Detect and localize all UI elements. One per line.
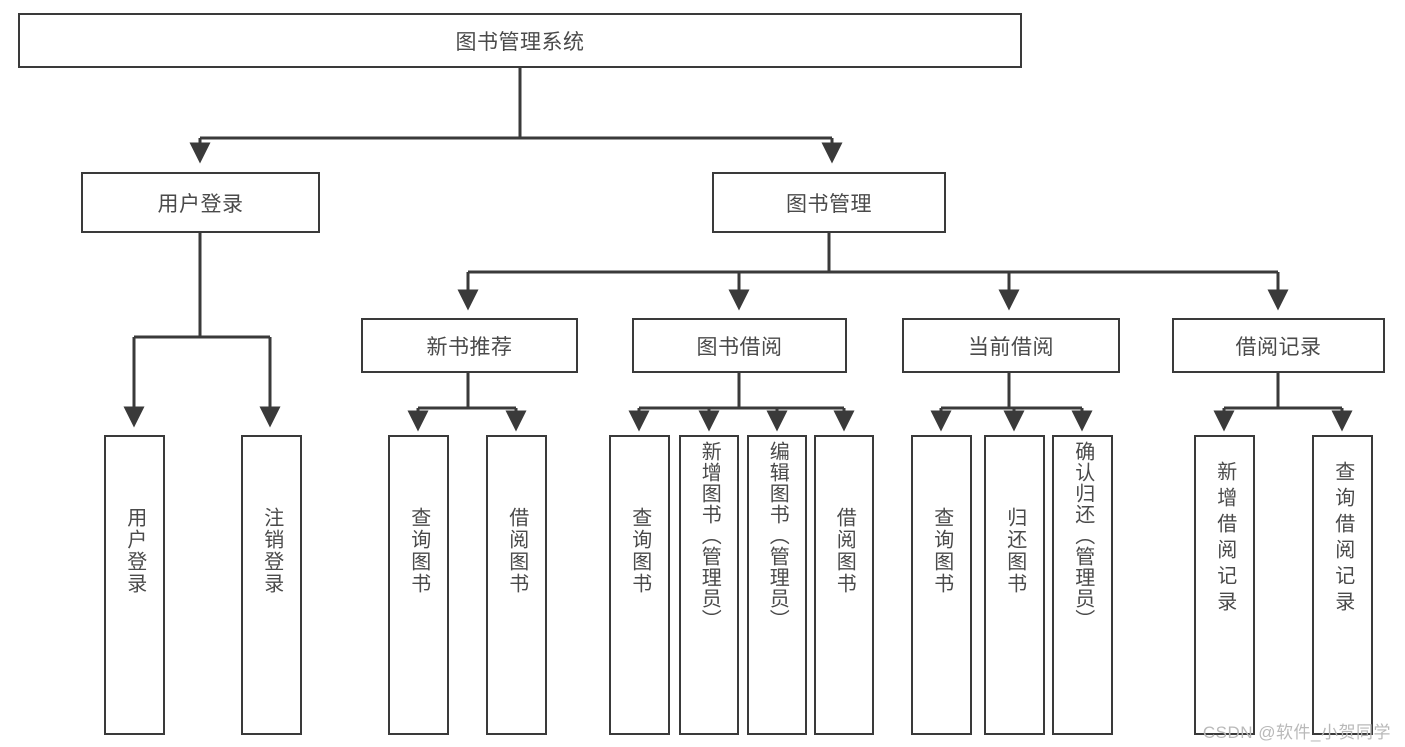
node-leaf-query-book-3[interactable]: 查询图书 bbox=[911, 435, 972, 735]
node-leaf-confirm-return-label: 确认归还（管理员） bbox=[1071, 441, 1094, 630]
node-root-label: 图书管理系统 bbox=[455, 30, 585, 54]
node-leaf-borrow-book-1-label: 借阅图书 bbox=[505, 507, 528, 595]
node-borrow-record-label: 借阅记录 bbox=[1235, 335, 1322, 359]
node-leaf-return-book[interactable]: 归还图书 bbox=[984, 435, 1045, 735]
node-leaf-user-login[interactable]: 用户登录 bbox=[104, 435, 165, 735]
node-leaf-query-book-2[interactable]: 查询图书 bbox=[609, 435, 670, 735]
node-leaf-return-book-label: 归还图书 bbox=[1003, 507, 1026, 595]
node-leaf-add-book[interactable]: 新增图书（管理员） bbox=[679, 435, 739, 735]
node-borrow-record[interactable]: 借阅记录 bbox=[1172, 318, 1385, 373]
node-leaf-query-book-1-label: 查询图书 bbox=[407, 507, 430, 595]
node-leaf-edit-book[interactable]: 编辑图书（管理员） bbox=[747, 435, 807, 735]
node-new-book-recommend[interactable]: 新书推荐 bbox=[361, 318, 578, 373]
node-leaf-add-record[interactable]: 新增借阅记录 bbox=[1194, 435, 1255, 735]
node-leaf-query-record-label: 查询借阅记录 bbox=[1331, 461, 1354, 617]
node-book-borrow-label: 图书借阅 bbox=[696, 335, 783, 359]
node-current-borrow[interactable]: 当前借阅 bbox=[902, 318, 1120, 373]
node-user-login[interactable]: 用户登录 bbox=[81, 172, 320, 233]
node-leaf-add-record-label: 新增借阅记录 bbox=[1213, 461, 1236, 617]
node-leaf-query-book-1[interactable]: 查询图书 bbox=[388, 435, 449, 735]
node-book-manage[interactable]: 图书管理 bbox=[712, 172, 946, 233]
node-leaf-borrow-book-1[interactable]: 借阅图书 bbox=[486, 435, 547, 735]
node-leaf-user-login-label: 用户登录 bbox=[123, 507, 146, 595]
node-leaf-borrow-book-2[interactable]: 借阅图书 bbox=[814, 435, 874, 735]
node-root[interactable]: 图书管理系统 bbox=[18, 13, 1022, 68]
node-book-borrow[interactable]: 图书借阅 bbox=[632, 318, 847, 373]
watermark: CSDN @软件_小贺同学 bbox=[1202, 723, 1391, 742]
node-current-borrow-label: 当前借阅 bbox=[968, 335, 1054, 359]
node-leaf-confirm-return[interactable]: 确认归还（管理员） bbox=[1052, 435, 1113, 735]
node-leaf-borrow-book-2-label: 借阅图书 bbox=[833, 507, 856, 595]
node-leaf-edit-book-label: 编辑图书（管理员） bbox=[766, 441, 789, 630]
node-new-book-recommend-label: 新书推荐 bbox=[426, 335, 513, 359]
node-user-login-label: 用户登录 bbox=[157, 192, 244, 216]
node-leaf-user-logout-label: 注销登录 bbox=[260, 507, 283, 595]
node-leaf-user-logout[interactable]: 注销登录 bbox=[241, 435, 302, 735]
node-leaf-add-book-label: 新增图书（管理员） bbox=[698, 441, 721, 630]
node-book-manage-label: 图书管理 bbox=[786, 192, 872, 216]
node-leaf-query-book-3-label: 查询图书 bbox=[930, 507, 953, 595]
node-leaf-query-book-2-label: 查询图书 bbox=[628, 507, 651, 595]
node-leaf-query-record[interactable]: 查询借阅记录 bbox=[1312, 435, 1373, 735]
